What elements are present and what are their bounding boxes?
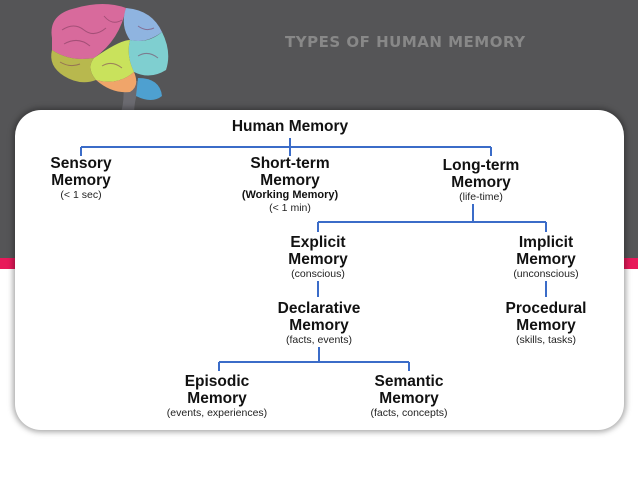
node-procedural-note: (skills, tasks) (515, 334, 577, 346)
node-explicit-title2: Memory (288, 251, 348, 268)
node-declarative-note: (facts, events) (286, 334, 352, 346)
node-long-term-memory: Long-term Memory (life-time) (406, 157, 556, 203)
node-episodic-title: Episodic (184, 373, 250, 390)
node-implicit-title: Implicit (518, 234, 574, 251)
node-procedural-title2: Memory (516, 317, 576, 334)
node-semantic-title: Semantic (374, 373, 444, 390)
node-semantic-memory: Semantic Memory (facts, concepts) (329, 373, 489, 419)
node-explicit-title: Explicit (290, 234, 346, 251)
node-short-term-title2: Memory (260, 172, 320, 189)
node-human-memory: Human Memory (165, 118, 415, 135)
node-short-term-alt: (Working Memory) (241, 189, 339, 201)
node-declarative-title2: Memory (289, 317, 349, 334)
node-explicit-note: (conscious) (291, 268, 345, 280)
node-declarative-memory: Declarative Memory (facts, events) (239, 300, 399, 346)
node-short-term-title: Short-term (250, 155, 330, 172)
node-procedural-title: Procedural (505, 300, 587, 317)
node-episodic-note: (events, experiences) (166, 407, 268, 419)
node-episodic-title2: Memory (187, 390, 247, 407)
node-sensory-note: (< 1 sec) (60, 189, 102, 201)
brain-illustration-icon (51, 4, 169, 116)
accent-stripe-left (0, 258, 16, 269)
node-explicit-memory: Explicit Memory (conscious) (253, 234, 383, 280)
connector-lines (80, 138, 547, 371)
node-long-term-title: Long-term (442, 157, 520, 174)
node-implicit-title2: Memory (516, 251, 576, 268)
node-long-term-title2: Memory (451, 174, 511, 191)
node-declarative-title: Declarative (277, 300, 361, 317)
node-short-term-memory: Short-term Memory (Working Memory) (< 1 … (190, 155, 390, 214)
node-short-term-note: (< 1 min) (269, 202, 311, 214)
node-sensory-title: Sensory (50, 155, 112, 172)
node-sensory-title2: Memory (51, 172, 111, 189)
node-semantic-note: (facts, concepts) (370, 407, 448, 419)
node-implicit-memory: Implicit Memory (unconscious) (481, 234, 611, 280)
diagram-card: Human Memory Sensory Memory (< 1 sec) Sh… (15, 110, 624, 430)
slide-title: TYPES OF HUMAN MEMORY (285, 33, 526, 51)
node-episodic-memory: Episodic Memory (events, experiences) (127, 373, 307, 419)
node-sensory-memory: Sensory Memory (< 1 sec) (21, 155, 141, 201)
node-long-term-note: (life-time) (459, 191, 503, 203)
node-human-memory-title: Human Memory (231, 118, 349, 135)
node-semantic-title2: Memory (379, 390, 439, 407)
node-procedural-memory: Procedural Memory (skills, tasks) (471, 300, 621, 346)
accent-stripe-right (624, 258, 638, 269)
node-implicit-note: (unconscious) (513, 268, 579, 280)
